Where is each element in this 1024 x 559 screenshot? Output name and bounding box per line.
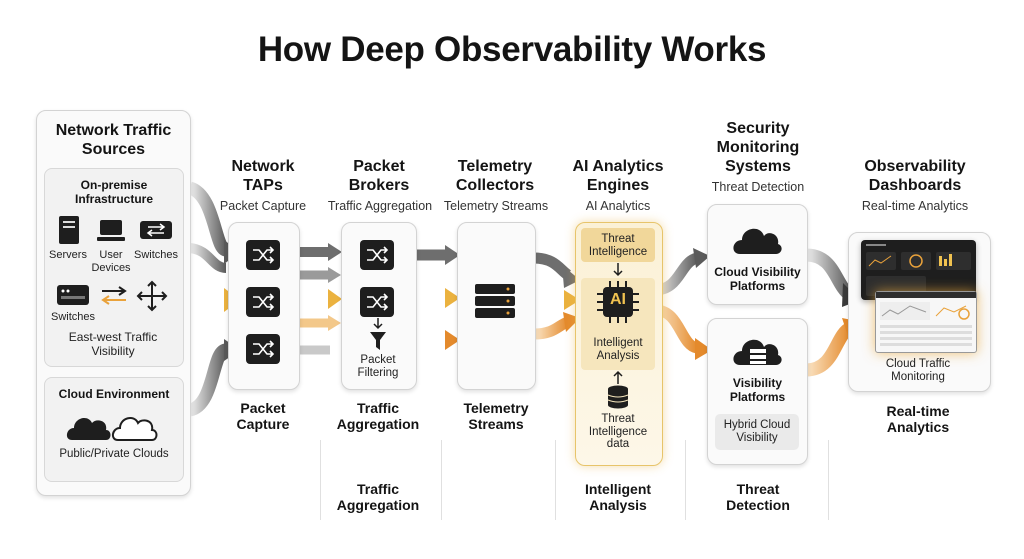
shuffle-icon [360, 287, 394, 317]
cloud-server-icon [733, 339, 782, 365]
dashboard-screen-dark [861, 240, 976, 300]
east-west-label: East-west Traffic Visibility [68, 330, 158, 358]
clouds-label: Public/Private Clouds [59, 448, 169, 460]
switches-label-2: Switches [50, 311, 96, 323]
tap-icon [246, 334, 280, 364]
security-sub: Threat Detection [711, 180, 805, 194]
move-arrows-icon [136, 280, 168, 312]
shuffle-icon [360, 240, 394, 270]
cloud-visibility-box [707, 204, 808, 305]
taps-sub: Packet Capture [219, 199, 307, 213]
visibility-label: Visibility Platforms [729, 376, 786, 404]
dashboard-screen-light [875, 291, 977, 353]
divider [441, 440, 442, 520]
server-stack-icon [475, 284, 515, 318]
ai-heading: AI Analytics Engines [572, 158, 664, 194]
collectors-sub: Telemetry Streams [443, 199, 549, 213]
ti-data-label: Threat Intelligence data [588, 413, 648, 450]
dashboard-detail-icon [876, 292, 976, 346]
ai-sub: AI Analytics [585, 199, 651, 213]
arrow-down-icon [373, 318, 383, 330]
switch-icon [57, 285, 89, 305]
threat-intel-pill [581, 228, 655, 262]
brokers-bottom: Traffic Aggregation [336, 400, 420, 432]
collectors-bottom: Telemetry Streams [463, 400, 529, 432]
onprem-heading: On-premise Infrastructure [74, 178, 154, 206]
cloud-icon [66, 416, 158, 441]
brokers-sub: Traffic Aggregation [327, 199, 433, 213]
ai-chip-label: AI [610, 291, 626, 308]
divider [320, 440, 321, 520]
ai-chip-icon [597, 281, 639, 323]
bidirectional-arrows-icon [101, 286, 127, 305]
arrow-down-icon [613, 263, 623, 277]
divider [685, 440, 686, 520]
switches-label: Switches [133, 249, 179, 261]
laptop-icon [97, 220, 125, 241]
threat-intel-label: Threat Intelligence [588, 233, 648, 258]
hybrid-pill [715, 414, 799, 450]
monitor-label: Cloud Traffic Monitoring [885, 358, 951, 383]
hybrid-label: Hybrid Cloud Visibility [723, 419, 791, 444]
security-bottom: Threat Detection [726, 481, 790, 513]
server-icon [59, 216, 79, 244]
onprem-panel [44, 168, 184, 367]
arrow-up-icon [613, 370, 623, 384]
intelligent-label: Intelligent Analysis [593, 337, 643, 362]
database-icon [607, 385, 629, 409]
cloud-heading: Cloud Environment [58, 387, 170, 401]
page-title: How Deep Observability Works [257, 30, 767, 69]
tap-icon [246, 287, 280, 317]
cloud-visibility-label: Cloud Visibility Platforms [714, 265, 801, 293]
divider [828, 440, 829, 520]
taps-bottom: Packet Capture [236, 400, 290, 432]
filter-label: Packet Filtering [357, 354, 399, 379]
cloud-panel [44, 377, 184, 482]
dash-bottom: Real-time Analytics [886, 403, 950, 435]
taps-heading: Network TAPs [231, 158, 295, 194]
dash-sub: Real-time Analytics [861, 199, 969, 213]
dash-heading: Observability Dashboards [864, 158, 966, 194]
user-devices-label: User Devices [91, 249, 131, 274]
cloud-icon [733, 228, 782, 254]
collectors-heading: Telemetry Collectors [455, 158, 535, 194]
filter-icon [370, 332, 386, 350]
ai-bottom: Intelligent Analysis [584, 481, 652, 513]
security-heading: Security Monitoring Systems [716, 120, 800, 175]
divider [555, 440, 556, 520]
brokers-heading: Packet Brokers [348, 158, 410, 194]
servers-label: Servers [49, 249, 87, 261]
switch-icon [140, 221, 172, 239]
sources-heading: Network Traffic Sources [55, 122, 172, 158]
brokers-bottom-2: Traffic Aggregation [336, 481, 420, 513]
tap-icon [246, 240, 280, 270]
